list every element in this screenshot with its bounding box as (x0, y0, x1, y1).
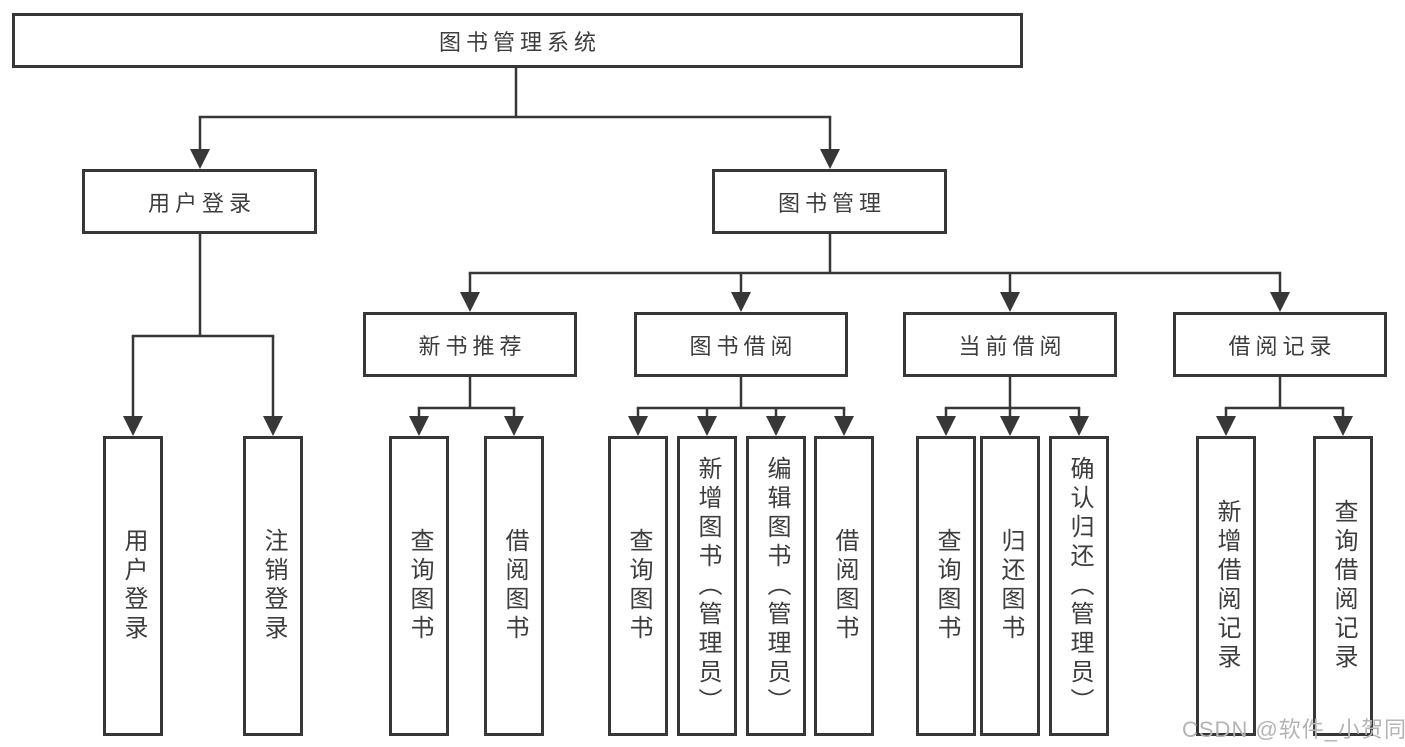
node-current-borrow-label: 当前借阅 (958, 333, 1067, 359)
leaf-borrow-query-books: 查询图书 (608, 436, 668, 736)
leaf-user-login: 用户登录 (103, 436, 163, 736)
branch-bars (131, 68, 1345, 410)
leaf-newbook-borrow-books-label: 借阅图书 (501, 528, 528, 644)
node-new-book-recommend-label: 新书推荐 (418, 333, 527, 359)
leaf-current-query-books: 查询图书 (916, 436, 976, 736)
leaf-current-return-books-label: 归还图书 (997, 528, 1024, 644)
node-borrow-records: 借阅记录 (1173, 312, 1387, 377)
leaf-borrow-borrow-books: 借阅图书 (814, 436, 874, 736)
node-new-book-recommend: 新书推荐 (363, 312, 577, 377)
node-book-management: 图书管理 (712, 169, 947, 234)
node-book-management-label: 图书管理 (777, 190, 886, 216)
leaf-current-return-books: 归还图书 (980, 436, 1040, 736)
leaf-records-query-record-label: 查询借阅记录 (1330, 499, 1357, 673)
leaf-current-confirm-return-admin-label: 确认归还（管理员） (1066, 455, 1093, 717)
leaf-borrow-borrow-books-label: 借阅图书 (831, 528, 858, 644)
leaf-newbook-borrow-books: 借阅图书 (484, 436, 544, 736)
node-root-label: 图书管理系统 (438, 29, 601, 55)
leaf-records-query-record: 查询借阅记录 (1313, 436, 1373, 736)
node-borrow-records-label: 借阅记录 (1228, 333, 1337, 359)
leaf-borrow-edit-book-admin-label: 编辑图书（管理员） (763, 455, 790, 717)
node-user-login: 用户登录 (82, 169, 317, 234)
leaf-borrow-add-book-admin: 新增图书（管理员） (677, 436, 737, 736)
leaf-logout-label: 注销登录 (260, 528, 287, 644)
leaf-logout: 注销登录 (243, 436, 303, 736)
node-current-borrow: 当前借阅 (903, 312, 1117, 377)
node-book-borrow-label: 图书借阅 (689, 333, 798, 359)
leaf-newbook-query-books: 查询图书 (389, 436, 449, 736)
leaf-current-query-books-label: 查询图书 (933, 528, 960, 644)
watermark: CSDN @软件_小贺同学 (1182, 717, 1405, 742)
leaf-user-login-label: 用户登录 (120, 528, 147, 644)
leaf-borrow-query-books-label: 查询图书 (625, 528, 652, 644)
leaf-records-add-record-label: 新增借阅记录 (1213, 499, 1240, 673)
leaf-borrow-add-book-admin-label: 新增图书（管理员） (694, 455, 721, 717)
leaf-borrow-edit-book-admin: 编辑图书（管理员） (746, 436, 806, 736)
leaf-records-add-record: 新增借阅记录 (1196, 436, 1256, 736)
leaf-newbook-query-books-label: 查询图书 (406, 528, 433, 644)
node-root: 图书管理系统 (12, 13, 1023, 68)
node-user-login-label: 用户登录 (147, 190, 256, 216)
leaf-current-confirm-return-admin: 确认归还（管理员） (1049, 436, 1109, 736)
node-book-borrow: 图书借阅 (634, 312, 848, 377)
